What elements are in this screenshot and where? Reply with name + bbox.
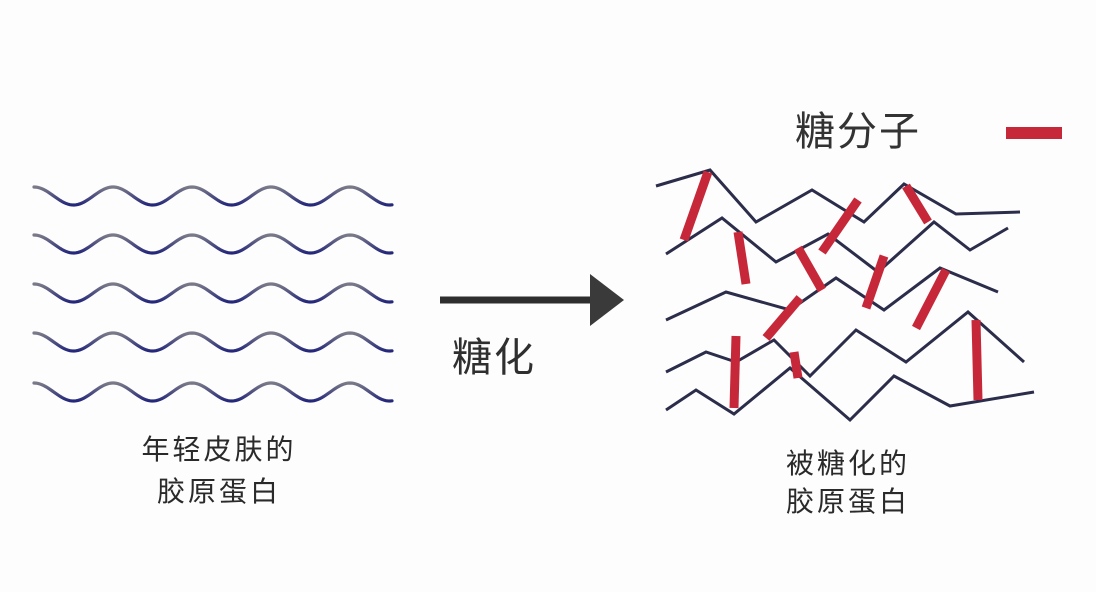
- sugar-crosslink: [912, 267, 950, 331]
- collagen-wave-strand: [32, 282, 394, 304]
- sugar-crosslink: [902, 183, 932, 225]
- sugar-crosslink: [729, 335, 741, 409]
- young-collagen-caption-line1: 年轻皮肤的: [141, 433, 297, 466]
- sugar-crosslinks: [679, 170, 983, 409]
- collagen-wave-strand: [32, 185, 394, 207]
- glycated-zigzag-strand: [665, 366, 1035, 423]
- glycated-collagen-caption-line2: 胶原蛋白: [785, 485, 910, 518]
- sugar-crosslink: [971, 319, 983, 401]
- sugar-crosslink: [789, 351, 803, 379]
- glycated-zigzag-strand: [655, 168, 1021, 224]
- sugar-crosslink: [679, 170, 713, 242]
- young-collagen-caption-line2: 胶原蛋白: [156, 475, 281, 508]
- glycated-zigzag-strand: [665, 310, 1025, 379]
- glycated-zigzag-strand: [665, 216, 1009, 274]
- glycated-zigzag-strand: [665, 266, 999, 322]
- legend-label: 糖分子: [795, 109, 921, 155]
- glycated-collagen-caption-line1: 被糖化的: [785, 447, 910, 480]
- collagen-wave-strand: [32, 331, 394, 353]
- sugar-crosslink: [794, 245, 826, 293]
- collagen-wave-strand: [32, 233, 394, 255]
- sugar-crosslink: [733, 231, 751, 285]
- sugar-crosslink: [861, 254, 889, 310]
- collagen-wave-strand: [32, 381, 394, 403]
- glycation-arrow: [440, 274, 624, 326]
- young-collagen-strands: [32, 185, 394, 403]
- arrow-head: [590, 274, 624, 326]
- sugar-crosslink: [818, 197, 862, 255]
- glycated-collagen-strands: [655, 168, 1035, 423]
- sugar-crosslink: [762, 295, 804, 341]
- process-label: 糖化: [452, 335, 536, 381]
- legend-swatch: [1006, 127, 1062, 139]
